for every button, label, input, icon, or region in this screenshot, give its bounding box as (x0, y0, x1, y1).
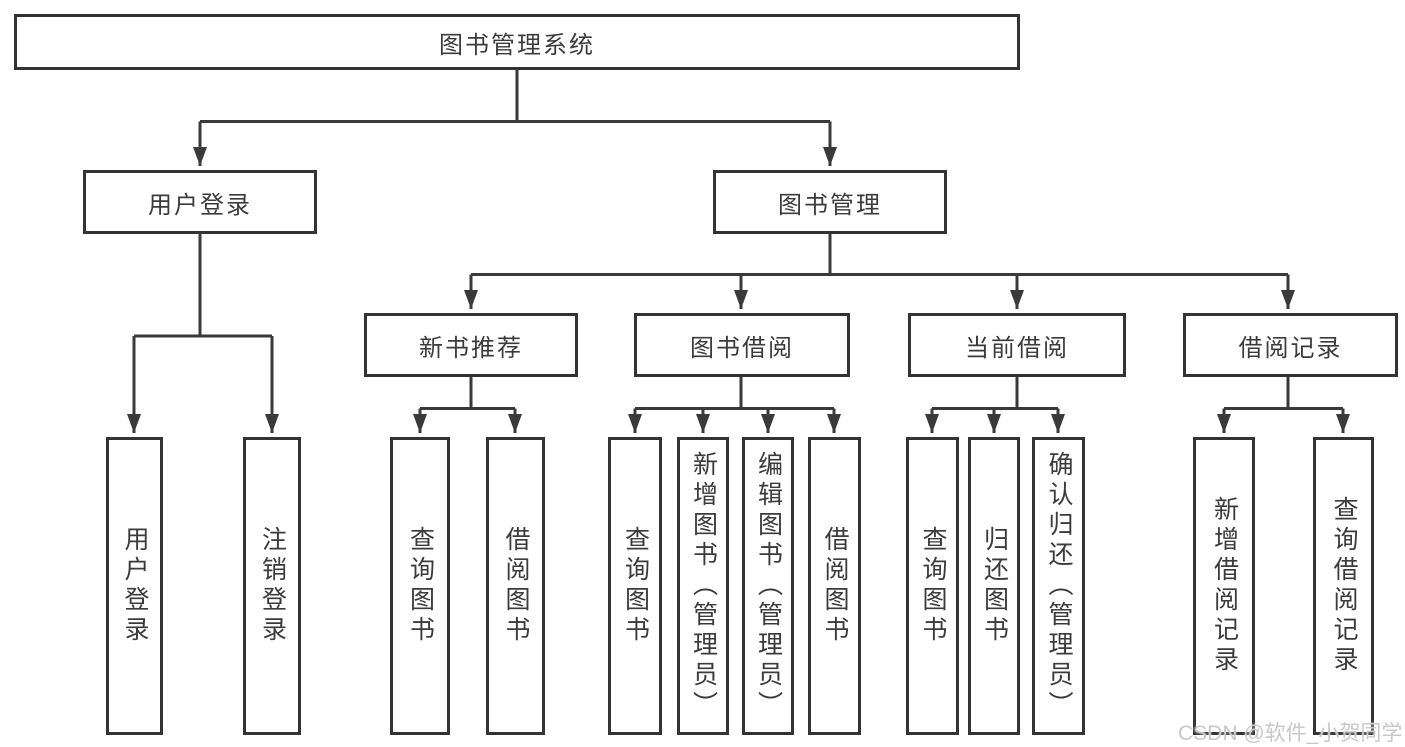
csdn-watermark: CSDN @软件_小贺同学 (1178, 722, 1403, 745)
node-book-borrow: 图书借阅 (634, 313, 850, 377)
leaf-return-book-label: 归还图书 (980, 526, 1009, 646)
leaf-add-borrow-record-label: 新增借阅记录 (1210, 496, 1239, 676)
leaf-borrow-book-1: 借阅图书 (486, 437, 545, 735)
leaf-confirm-return-admin-label: 确认归还（管理员） (1045, 451, 1073, 721)
leaf-borrow-book-2-label: 借阅图书 (821, 526, 849, 646)
leaf-user-login: 用户登录 (106, 437, 163, 735)
node-new-book-recommend: 新书推荐 (364, 313, 578, 377)
leaf-return-book: 归还图书 (968, 437, 1020, 735)
leaf-add-book-admin-label: 新增图书（管理员） (689, 451, 718, 721)
node-borrow-record: 借阅记录 (1183, 313, 1398, 377)
leaf-add-book-admin: 新增图书（管理员） (677, 437, 729, 735)
node-user-login: 用户登录 (83, 170, 317, 234)
node-new-book-recommend-label: 新书推荐 (419, 334, 523, 362)
node-root-label: 图书管理系统 (439, 31, 595, 59)
leaf-logout: 注销登录 (243, 437, 301, 735)
leaf-user-login-label: 用户登录 (121, 526, 149, 646)
node-current-borrow-label: 当前借阅 (965, 334, 1069, 362)
leaf-logout-label: 注销登录 (258, 526, 287, 646)
leaf-query-book-3-label: 查询图书 (919, 526, 947, 646)
leaf-query-book-2-label: 查询图书 (621, 526, 650, 646)
node-book-borrow-label: 图书借阅 (690, 334, 794, 362)
leaf-query-borrow-record: 查询借阅记录 (1313, 437, 1374, 735)
leaf-query-book-3: 查询图书 (906, 437, 959, 735)
node-borrow-record-label: 借阅记录 (1238, 334, 1343, 362)
leaf-edit-book-admin-label: 编辑图书（管理员） (754, 451, 783, 721)
leaf-query-borrow-record-label: 查询借阅记录 (1330, 496, 1358, 676)
leaf-edit-book-admin: 编辑图书（管理员） (742, 437, 794, 735)
leaf-borrow-book-1-label: 借阅图书 (502, 526, 530, 646)
leaf-add-borrow-record: 新增借阅记录 (1193, 437, 1255, 735)
node-user-login-label: 用户登录 (148, 191, 252, 219)
leaf-confirm-return-admin: 确认归还（管理员） (1032, 437, 1085, 735)
node-current-borrow: 当前借阅 (908, 313, 1126, 377)
node-book-management: 图书管理 (713, 170, 947, 234)
node-root: 图书管理系统 (14, 14, 1020, 70)
leaf-query-book-2: 查询图书 (608, 437, 662, 735)
node-book-management-label: 图书管理 (778, 191, 882, 219)
leaf-query-book-1-label: 查询图书 (406, 526, 435, 646)
leaf-query-book-1: 查询图书 (390, 437, 450, 735)
leaf-borrow-book-2: 借阅图书 (808, 437, 861, 735)
